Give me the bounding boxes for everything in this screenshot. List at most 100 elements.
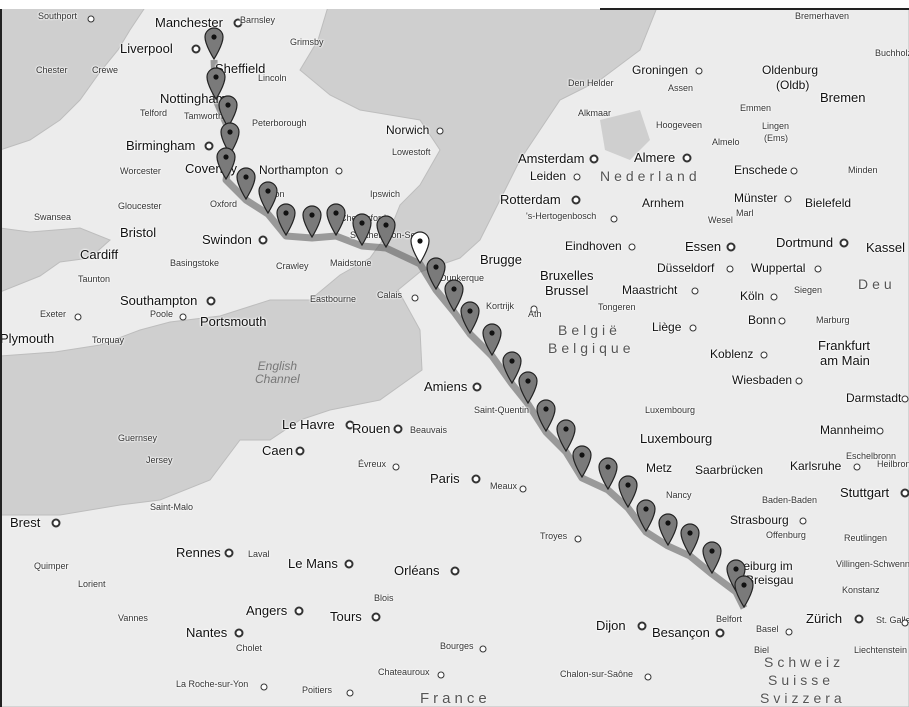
city-label: Manchester bbox=[155, 15, 223, 30]
city-label: Luxembourg bbox=[645, 405, 696, 415]
city-label: Vannes bbox=[118, 613, 148, 623]
city-label: Saint-Quentin bbox=[474, 405, 530, 415]
route-marker-icon[interactable] bbox=[443, 278, 465, 312]
city-label: Bremerhaven bbox=[795, 11, 850, 21]
route-marker-icon[interactable] bbox=[733, 574, 755, 608]
route-marker-icon[interactable] bbox=[375, 214, 397, 248]
city-label: Eindhoven bbox=[565, 239, 622, 253]
city-label: Basel bbox=[756, 624, 779, 634]
city-label: Siegen bbox=[794, 285, 823, 295]
city-dot bbox=[610, 215, 618, 223]
city-dot bbox=[760, 351, 767, 359]
city-label: Almelo bbox=[712, 137, 740, 147]
city-dot bbox=[589, 154, 598, 164]
route-marker-icon[interactable] bbox=[459, 300, 481, 334]
city-dot bbox=[637, 621, 646, 631]
city-label: Southport bbox=[38, 11, 78, 21]
country-label-nederland: Nederland bbox=[600, 168, 701, 184]
city-label: Darmstadt bbox=[846, 391, 902, 405]
city-label: Guernsey bbox=[118, 433, 158, 443]
city-label: Swansea bbox=[34, 212, 72, 222]
route-marker-icon[interactable] bbox=[257, 180, 279, 214]
city-label: Lingen bbox=[762, 121, 790, 131]
city-label: Strasbourg bbox=[730, 513, 789, 527]
city-dot bbox=[224, 548, 234, 558]
city-dot bbox=[644, 673, 652, 681]
city-label: La Roche-sur-Yon bbox=[176, 679, 249, 689]
city-label: Eschelbronn bbox=[846, 451, 897, 461]
city-label: Maastricht bbox=[622, 283, 678, 297]
country-label-svizzera: Svizzera bbox=[760, 690, 846, 706]
city-label: Baden-Baden bbox=[762, 495, 818, 505]
route-marker-icon[interactable] bbox=[555, 418, 577, 452]
city-label: Crawley bbox=[276, 261, 309, 271]
city-label: Barnsley bbox=[240, 15, 276, 25]
route-marker-icon[interactable] bbox=[215, 146, 237, 180]
city-label: Brussel bbox=[545, 283, 589, 298]
city-label: Poitiers bbox=[302, 685, 333, 695]
city-label: Liège bbox=[652, 320, 682, 334]
city-dot bbox=[346, 689, 354, 697]
city-label: Wuppertal bbox=[751, 261, 806, 275]
city-label: Minden bbox=[848, 165, 878, 175]
city-dot bbox=[345, 420, 355, 430]
city-label: 's-Hertogenbosch bbox=[526, 211, 597, 221]
city-label: Kassel bbox=[866, 240, 906, 255]
city-label: Nottingham bbox=[160, 91, 227, 106]
city-dot bbox=[695, 67, 702, 75]
city-label: Blois bbox=[374, 593, 394, 603]
city-label: Amiens bbox=[424, 379, 468, 394]
route-marker-icon[interactable] bbox=[351, 212, 373, 246]
city-label: Biel bbox=[754, 645, 770, 655]
route-marker-icon[interactable] bbox=[501, 350, 523, 384]
city-label: Ipswich bbox=[370, 189, 401, 199]
city-dot bbox=[258, 235, 267, 245]
route-marker-icon[interactable] bbox=[219, 121, 241, 155]
route-marker-icon[interactable] bbox=[517, 370, 539, 404]
city-dot bbox=[260, 683, 268, 691]
route-marker-icon[interactable] bbox=[235, 166, 257, 200]
route-marker-icon[interactable] bbox=[535, 398, 557, 432]
route-marker-icon[interactable] bbox=[701, 540, 723, 574]
route-marker-icon[interactable] bbox=[597, 456, 619, 490]
route-line bbox=[210, 59, 748, 610]
city-label: Besançon bbox=[652, 625, 710, 640]
city-dot bbox=[206, 296, 215, 306]
city-label: Wiesbaden bbox=[732, 373, 793, 387]
route-marker-icon[interactable] bbox=[635, 498, 657, 532]
route-marker-icon[interactable] bbox=[217, 94, 239, 128]
route-marker-icon[interactable] bbox=[481, 322, 503, 356]
top-frame bbox=[0, 0, 909, 9]
route-marker-icon[interactable] bbox=[275, 202, 297, 236]
city-label: Paris bbox=[430, 471, 460, 486]
route-marker-icon[interactable] bbox=[679, 522, 701, 556]
route-marker-icon[interactable] bbox=[205, 66, 227, 100]
city-label: Essen bbox=[685, 239, 722, 254]
route-marker-icon[interactable] bbox=[571, 444, 593, 478]
city-label: Norwich bbox=[386, 123, 430, 137]
route-marker-icon[interactable] bbox=[617, 474, 639, 508]
city-label: Reutlingen bbox=[844, 533, 888, 543]
city-label: Brugge bbox=[480, 252, 522, 267]
city-label: Basingstoke bbox=[170, 258, 220, 268]
city-label: Belfort bbox=[716, 614, 743, 624]
country-label-belgique: Belgique bbox=[548, 340, 635, 356]
city-label: Emmen bbox=[740, 103, 772, 113]
city-label: Cardiff bbox=[80, 247, 119, 262]
city-label: Zürich bbox=[806, 611, 843, 626]
route-marker-icon[interactable] bbox=[425, 256, 447, 290]
city-dot bbox=[87, 15, 95, 23]
route-marker-icon[interactable] bbox=[325, 202, 347, 236]
route-marker-icon[interactable] bbox=[657, 512, 679, 546]
city-dot bbox=[519, 485, 527, 493]
city-label: Almere bbox=[634, 150, 676, 165]
route-marker-icon[interactable] bbox=[203, 26, 225, 60]
city-label: Saarbrücken bbox=[695, 463, 764, 477]
city-dot bbox=[294, 606, 304, 616]
city-label: Plymouth bbox=[0, 331, 55, 346]
city-label: Marl bbox=[736, 208, 754, 218]
route-marker-icon[interactable] bbox=[409, 230, 431, 264]
route-marker-icon[interactable] bbox=[301, 204, 323, 238]
